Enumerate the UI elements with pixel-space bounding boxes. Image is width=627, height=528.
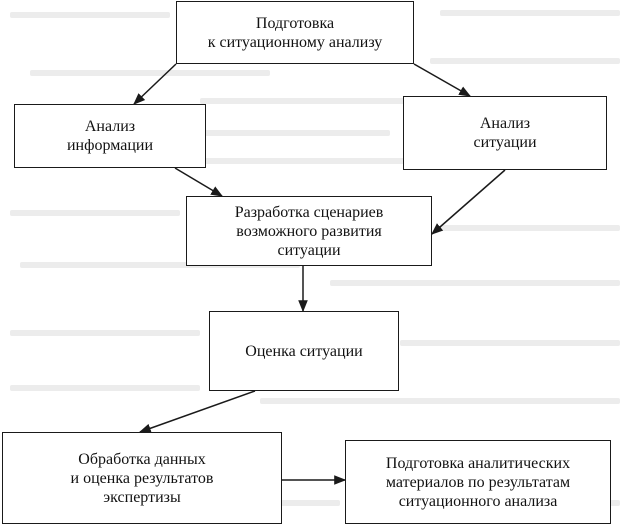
node-label-line: Подготовка аналитических (385, 454, 571, 472)
node-label-line: возможного развития (236, 222, 382, 240)
node-prep-for-situational-analysis: Подготовка к ситуационному анализу (176, 1, 414, 64)
node-analytical-materials-preparation: Подготовка аналитических материалов по р… (345, 440, 611, 524)
node-label-line: к ситуационному анализу (207, 33, 383, 51)
arrow-info-to-scenarios (174, 167, 224, 197)
arrow-situation-to-scenarios (431, 169, 506, 235)
node-label-line: экспертизы (103, 488, 181, 506)
node-label-line: Оценка ситуации (245, 342, 363, 360)
node-label-line: и оценка результатов (70, 469, 214, 487)
node-label-line: Обработка данных (78, 450, 206, 468)
node-label-line: Разработка сценариев (234, 203, 384, 221)
node-label-line: Анализ (479, 115, 531, 132)
arrow-assessment-to-processing (138, 390, 256, 433)
node-situation-analysis: Анализ ситуации (403, 96, 607, 170)
node-label-line: информации (66, 137, 154, 154)
node-label-line: ситуации (277, 241, 341, 259)
node-information-analysis: Анализ информации (14, 104, 206, 168)
node-label-line: материалов по результатам (385, 473, 571, 491)
node-data-processing-and-expert-evaluation: Обработка данных и оценка результатов эк… (2, 432, 282, 524)
node-scenario-development: Разработка сценариев возможного развития… (186, 196, 432, 266)
node-situation-assessment: Оценка ситуации (209, 311, 399, 391)
node-label-line: ситуационного анализа (398, 492, 558, 510)
node-label-line: Подготовка (255, 14, 335, 32)
arrow-prep-to-info (133, 63, 177, 105)
arrow-prep-to-situation (413, 63, 472, 97)
node-label-line: Анализ (84, 118, 136, 135)
node-label-line: ситуации (473, 134, 537, 151)
